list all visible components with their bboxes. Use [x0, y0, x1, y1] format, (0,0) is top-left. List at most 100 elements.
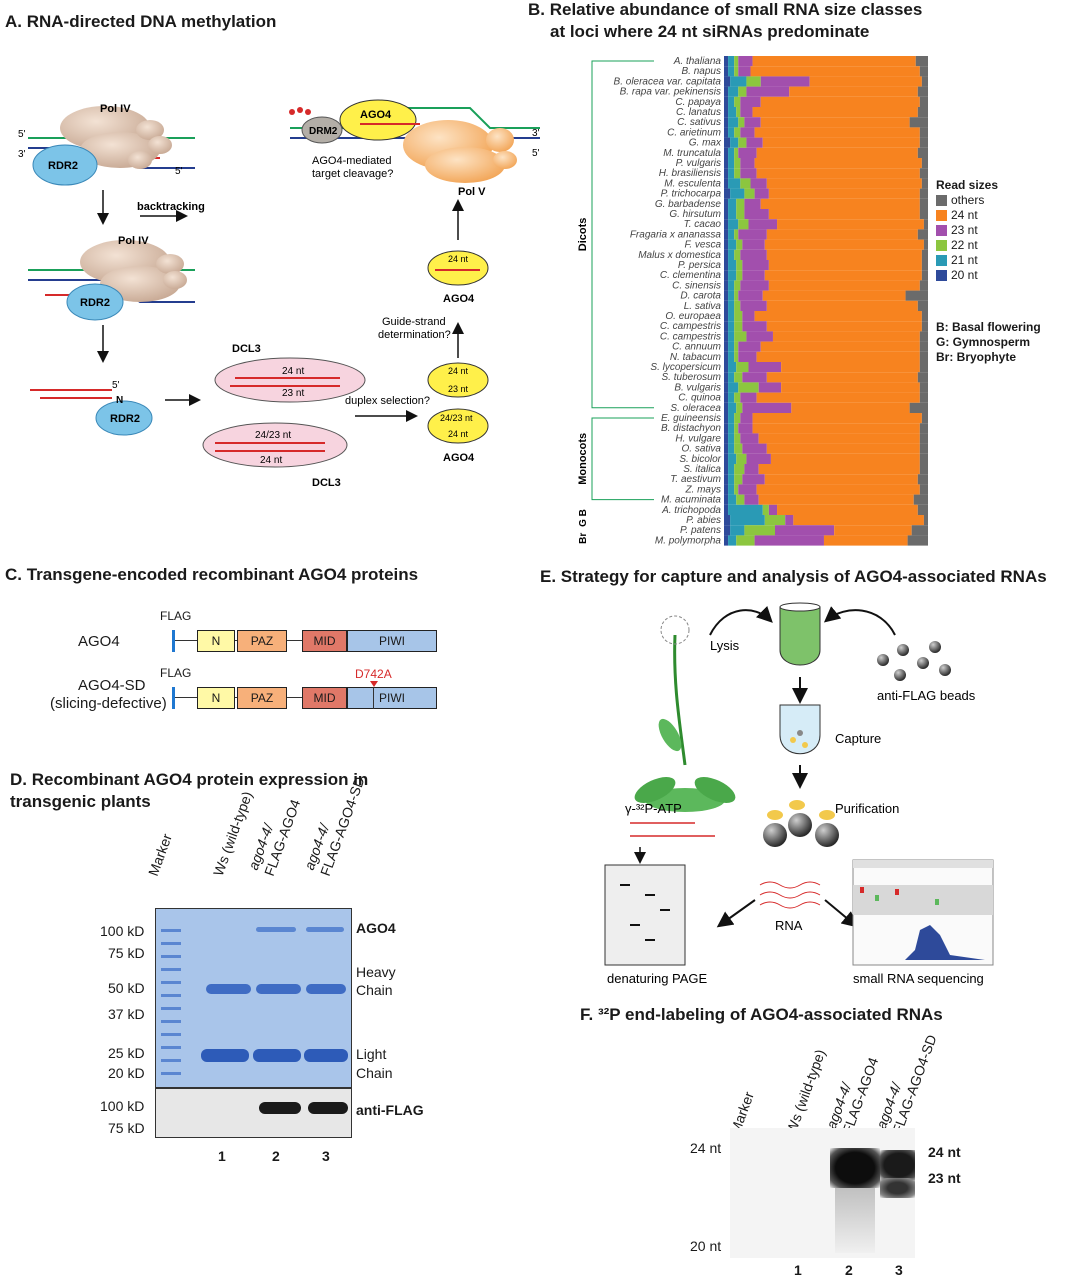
- bar-segment-20-nt: [724, 443, 729, 454]
- bar-segment-22-nt: [734, 280, 741, 291]
- rna-icon: [759, 881, 821, 909]
- bar-segment-others: [919, 127, 928, 138]
- bar-segment-23-nt: [768, 504, 778, 515]
- bar-segment-24-nt: [764, 239, 924, 250]
- mutation-label: D742A: [355, 667, 392, 681]
- marker-size: 75 kD: [108, 945, 145, 961]
- bar-segment-20-nt: [724, 321, 729, 332]
- flag-tag: [172, 630, 175, 652]
- bar-segment-24-nt: [768, 260, 922, 271]
- dsrna-rdr2: [30, 389, 153, 436]
- bar-segment-22-nt: [738, 382, 759, 393]
- bar-segment-21-nt: [728, 372, 735, 383]
- legend-label: 21 nt: [951, 253, 978, 267]
- bar-segment-23-nt: [738, 66, 751, 77]
- seq-label: small RNA sequencing: [853, 971, 984, 986]
- species-label: B. vulgaris: [674, 382, 721, 393]
- construct-ago4-label: AGO4: [78, 633, 120, 650]
- bar-segment-20-nt: [724, 433, 729, 444]
- atp-label: γ-³²P-ATP: [625, 801, 682, 816]
- bar-segment-24-nt: [823, 535, 908, 546]
- bar-segment-24-nt: [752, 413, 922, 424]
- bar-segment-others: [919, 188, 928, 199]
- bar-segment-others: [921, 311, 928, 322]
- panel-b: B. Relative abundance of small RNA size …: [528, 0, 1067, 560]
- bar-segment-others: [919, 168, 928, 179]
- species-label: B. napus: [682, 66, 721, 77]
- bar-segment-21-nt: [728, 311, 735, 322]
- species-label: A. trichopoda: [661, 505, 721, 516]
- bar-segment-23-nt: [744, 494, 759, 505]
- bar-segment-20-nt: [724, 147, 729, 158]
- bar-segment-others: [917, 107, 928, 118]
- bar-segment-24-nt: [756, 392, 920, 403]
- bar-segment-20-nt: [724, 372, 729, 383]
- species-label: S. italica: [683, 464, 721, 475]
- bar-segment-24-nt: [809, 76, 922, 87]
- bar-segment-24-nt: [777, 504, 918, 515]
- bar-segment-22-nt: [734, 331, 747, 342]
- bar-segment-others: [919, 351, 928, 362]
- bar-segment-20-nt: [724, 178, 729, 189]
- bar-segment-23-nt: [740, 168, 757, 179]
- species-label: N. tabacum: [670, 352, 721, 363]
- species-label: D. carota: [680, 291, 721, 302]
- bar-segment-23-nt: [742, 443, 767, 454]
- bar-segment-23-nt: [746, 137, 763, 148]
- bar-segment-20-nt: [724, 188, 731, 199]
- bar-segment-24-nt: [766, 300, 918, 311]
- bar-segment-23-nt: [742, 311, 755, 322]
- bar-segment-20-nt: [724, 219, 729, 230]
- marker-size: 20 kD: [108, 1065, 145, 1081]
- ago4-band-label: AGO4: [356, 920, 396, 936]
- note-basal: B: Basal flowering: [936, 320, 1041, 334]
- bar-segment-others: [919, 66, 928, 77]
- bar-segment-21-nt: [728, 453, 737, 464]
- bar-segment-21-nt: [728, 351, 735, 362]
- bar-segment-23-nt: [742, 321, 767, 332]
- bar-segment-22-nt: [734, 433, 741, 444]
- bar-segment-23-nt: [746, 453, 771, 464]
- bar-segment-23-nt: [758, 382, 782, 393]
- legend-label: 23 nt: [951, 223, 978, 237]
- bar-segment-21-nt: [728, 464, 735, 475]
- bar-segment-21-nt: [728, 341, 735, 352]
- bar-segment-24-nt: [762, 137, 920, 148]
- duplex-label: duplex selection?: [345, 395, 430, 407]
- autoradiograph: [730, 1128, 915, 1258]
- species-label: H. brasiliensis: [659, 168, 721, 179]
- bar-segment-21-nt: [728, 117, 739, 128]
- bar-segment-24-nt: [768, 188, 920, 199]
- rna-label: RNA: [775, 918, 803, 933]
- bar-segment-24-nt: [766, 249, 922, 260]
- construct-ago4sd-sublabel: (slicing-defective): [50, 695, 167, 712]
- bar-segment-20-nt: [724, 76, 731, 87]
- bar-segment-21-nt: [728, 56, 735, 67]
- western-blot: [155, 1088, 352, 1138]
- species-label: S. bicolor: [679, 454, 721, 465]
- species-label: S. tuberosum: [662, 372, 721, 383]
- bar-segment-22-nt: [734, 413, 741, 424]
- bar-segment-24-nt: [834, 525, 912, 536]
- domain-n: N: [197, 630, 235, 652]
- bar-segment-others: [921, 270, 928, 281]
- bar-segment-20-nt: [724, 260, 729, 271]
- bar-segment-21-nt: [728, 168, 735, 179]
- species-label: T. aestivum: [670, 474, 721, 485]
- species-label: C. campestris: [660, 331, 721, 342]
- nt-label: 23 nt: [282, 388, 304, 399]
- bar-segment-21-nt: [728, 229, 735, 240]
- bar-segment-20-nt: [724, 127, 729, 138]
- bar-segment-others: [921, 76, 928, 87]
- note-gymno: G: Gymnosperm: [936, 335, 1031, 349]
- bar-segment-24-nt: [758, 494, 914, 505]
- pol-iv-complex-backtracked: [28, 240, 195, 321]
- bar-segment-24-nt: [756, 147, 918, 158]
- bar-segment-20-nt: [724, 56, 729, 67]
- species-label: H. vulgare: [675, 433, 721, 444]
- bar-segment-23-nt: [740, 107, 753, 118]
- bar-segment-22-nt: [734, 127, 741, 138]
- bar-segment-22-nt: [734, 56, 739, 67]
- bar-segment-others: [923, 219, 928, 230]
- species-label: M. esculenta: [664, 178, 721, 189]
